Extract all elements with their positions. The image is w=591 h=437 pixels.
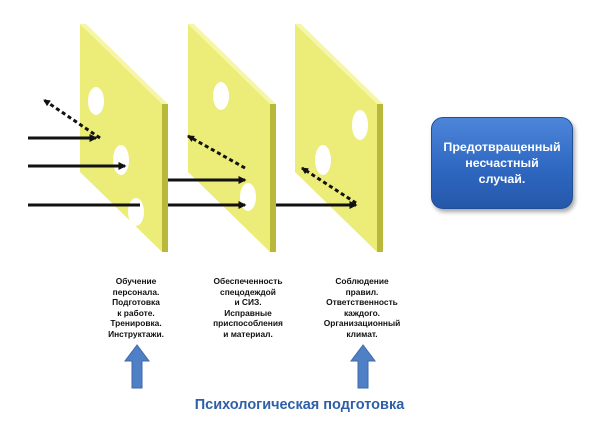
caption-line: Ответственность [326,297,398,308]
slab-face [295,24,377,252]
caption-line: персонала. [112,286,160,297]
caption-line: климат. [346,328,378,339]
caption-line: Обеспеченность [213,276,283,286]
caption-line: к работе. [117,307,155,318]
hole [88,87,104,115]
caption-line: каждого. [343,307,381,318]
caption-line: Инструктажи. [108,328,164,339]
caption-line: Обучение [115,276,157,286]
slab-face [80,24,162,252]
caption-line: и СИЗ. [234,297,262,308]
caption-line: правил. [345,286,379,297]
hole [113,145,129,175]
caption-line: Тренировка. [110,318,162,329]
slab-side-edge [270,104,276,252]
caption-equipment: Обеспеченность спецодеждой и СИЗ. Исправ… [198,276,298,340]
caption-rules: Соблюдение правил. Ответственность каждо… [312,276,412,340]
slab-top-edge [188,24,276,104]
caption-training: Обучение персонала. Подготовка к работе.… [88,276,184,340]
prevented-accident-box: Предотвращенный несчастный случай. [431,117,573,209]
psychological-training-label: Психологическая подготовка [194,397,405,413]
caption-line: спецодеждой [220,286,276,297]
outcome-label: Предотвращенный несчастный случай. [443,139,560,187]
hole [128,198,144,226]
caption-line: приспособления [213,318,283,329]
barrier-slab-equipment [188,24,276,252]
hazard-arrows [28,98,358,209]
hole [213,82,229,110]
barrier-slab-rules [295,24,383,252]
barrier-slab-training [80,24,168,252]
slab-top-edge [295,24,383,104]
up-arrow-rules [350,344,376,389]
hole [315,145,331,175]
outcome-line: случай. [478,172,526,186]
deflected-arrow [43,98,101,140]
outcome-line: несчастный [465,156,539,170]
caption-line: Соблюдение [335,276,389,286]
slab-side-edge [162,104,168,252]
caption-line: и материал. [223,328,273,339]
caption-line: Исправные [224,307,272,318]
hole [240,183,256,211]
outcome-line: Предотвращенный [443,140,561,154]
slab-top-edge [80,24,168,104]
deflected-arrow [187,134,246,170]
slab-side-edge [377,104,383,252]
up-arrow-training [124,344,150,389]
caption-line: Подготовка [112,297,160,308]
deflected-arrow [301,166,357,205]
hole [352,110,368,140]
caption-line: Организационный [323,318,401,329]
